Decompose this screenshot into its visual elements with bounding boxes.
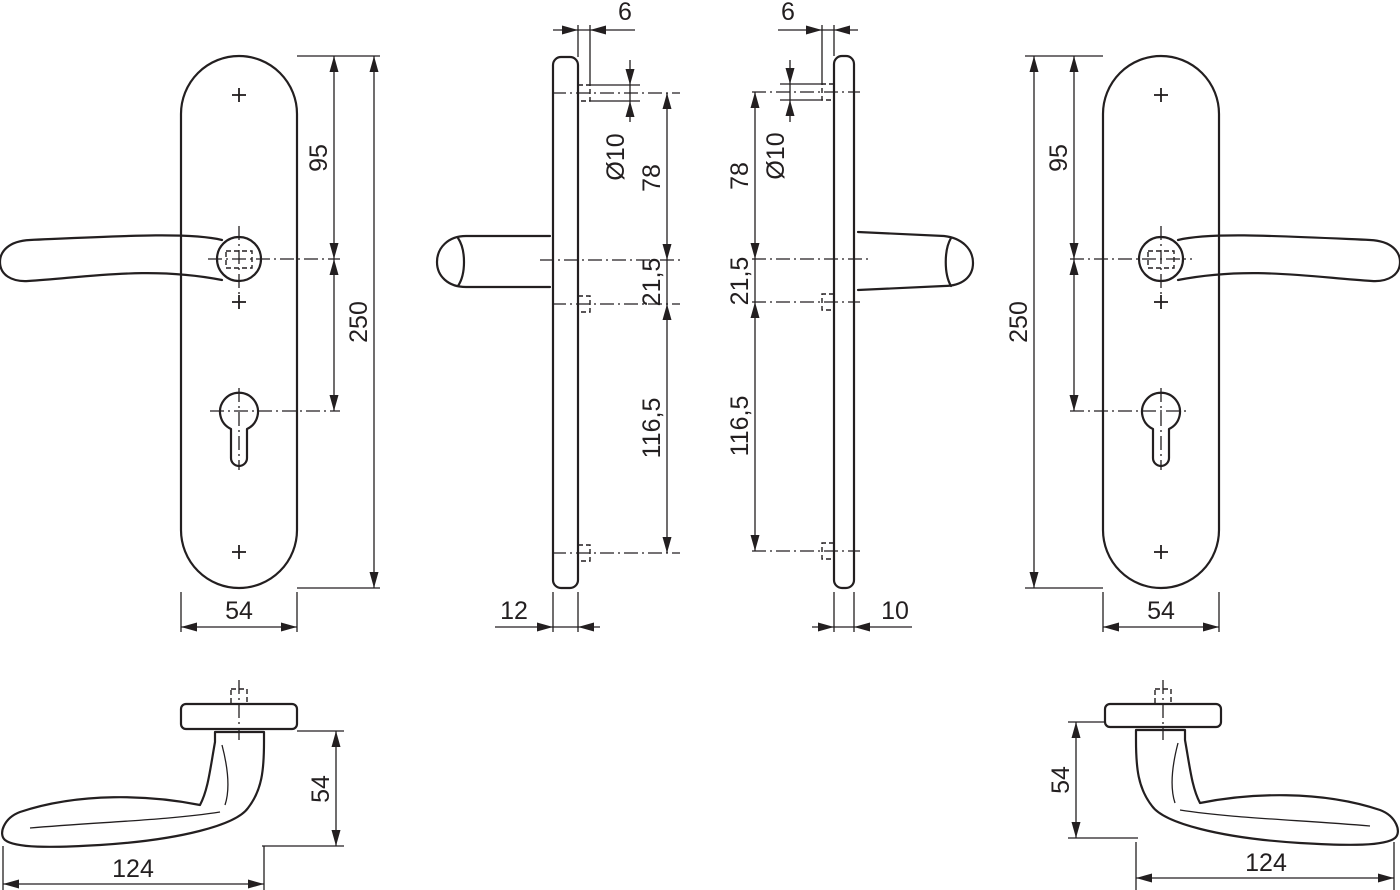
dim-10: 10: [881, 597, 909, 625]
backplate-right: [1101, 54, 1221, 590]
dim-95-left: 95: [305, 144, 333, 172]
dim-95-right: 95: [1045, 144, 1073, 172]
dim-78-right: 78: [726, 162, 754, 190]
dim-124-left: 124: [112, 855, 154, 883]
dim-21-5-right: 21,5: [726, 257, 754, 306]
handle-profile-right: [1134, 728, 1399, 846]
screw-mark-mid-right: [1153, 294, 1169, 310]
side-lever-right: [856, 230, 975, 292]
dim-21-5-left: 21,5: [638, 258, 666, 307]
dim-54-right: 54: [1147, 597, 1175, 625]
dim-d10-right: Ø10: [762, 132, 790, 179]
screw-mark-bottom-right: [1153, 544, 1169, 560]
side-plate-left: [551, 55, 580, 590]
backplate-left: [179, 54, 299, 590]
side-plate-right: [832, 54, 856, 590]
dim-12: 12: [500, 597, 528, 625]
dim-124-right: 124: [1245, 849, 1287, 877]
dim-54-left: 54: [225, 597, 253, 625]
handle-top-view-right: 54 124: [1047, 680, 1399, 890]
dim-54-handle-left: 54: [307, 775, 335, 803]
lever-handle-left: [0, 234, 224, 283]
front-view-left: 95 250 54: [0, 54, 380, 632]
dim-250-right: 250: [1005, 301, 1033, 343]
screw-mark-bottom: [231, 544, 247, 560]
dim-250-left: 250: [345, 301, 373, 343]
handle-profile-left: [1, 730, 266, 848]
handle-top-view-left: 54 124: [1, 680, 344, 890]
dim-116-5-right: 116,5: [726, 396, 754, 457]
side-lever-left: [435, 234, 552, 289]
dim-54-handle-right: 54: [1047, 766, 1075, 794]
dim-78-left: 78: [638, 164, 666, 192]
side-view-left: 6 Ø10 78 21,5 116,5 12: [435, 0, 680, 632]
dim-6-left: 6: [618, 0, 632, 26]
screw-mark-top: [231, 87, 247, 103]
lever-handle-right: [1176, 234, 1400, 283]
front-view-right: 95 250 54: [1005, 54, 1400, 632]
dim-6-right: 6: [781, 0, 795, 26]
screw-mark-top-right: [1153, 87, 1169, 103]
screw-mark-mid: [231, 294, 247, 310]
dim-116-5-left: 116,5: [638, 398, 666, 459]
dim-d10-left: Ø10: [602, 133, 630, 180]
side-view-right: 6 Ø10 78 21,5 116,5 10: [726, 0, 975, 632]
